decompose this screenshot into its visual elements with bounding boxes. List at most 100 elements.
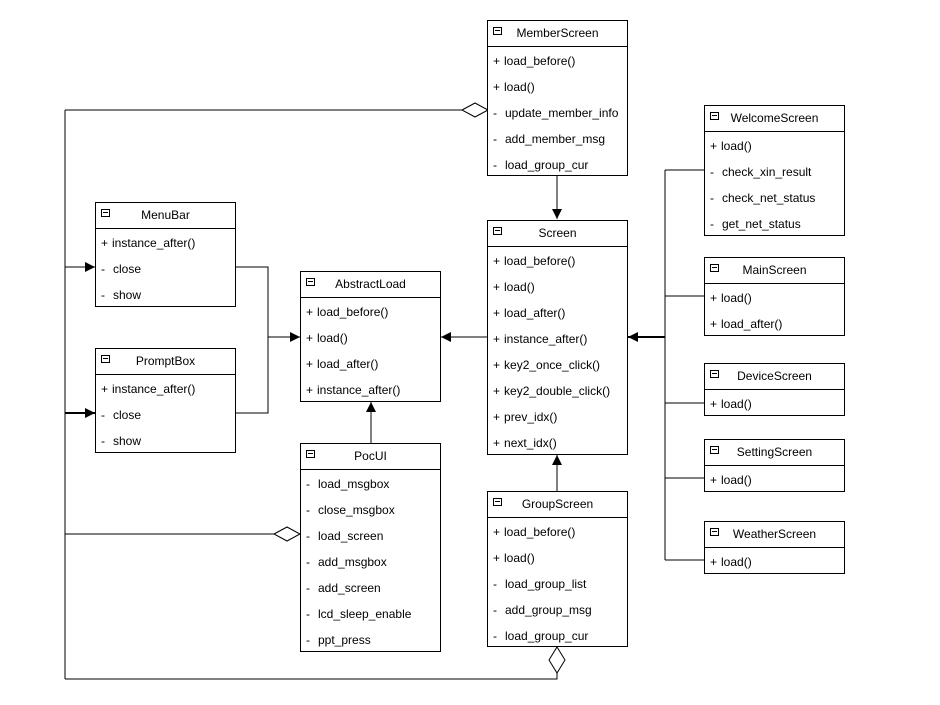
member-name: load_before() <box>504 254 576 268</box>
collapse-icon[interactable] <box>306 278 315 286</box>
class-abstract-load[interactable]: AbstractLoad+load_before()+load()+load_a… <box>300 271 441 402</box>
visibility-marker: + <box>710 473 718 487</box>
class-member: -show <box>96 282 235 308</box>
member-name: instance_after() <box>112 382 196 396</box>
class-name: SettingScreen <box>736 445 813 459</box>
visibility-marker: - <box>710 191 714 205</box>
visibility-marker: + <box>493 551 501 565</box>
member-list: +load_before()+load()+load_after()+insta… <box>301 298 440 403</box>
member-name: load() <box>504 551 535 565</box>
visibility-marker: + <box>493 254 501 268</box>
class-member: -check_net_status <box>705 185 844 211</box>
class-member: -close_msgbox <box>301 497 440 523</box>
visibility-marker: - <box>306 633 310 647</box>
visibility-marker: + <box>493 358 501 372</box>
group-aggregation-diamond <box>548 646 566 674</box>
class-name: MemberScreen <box>516 26 599 40</box>
visibility-marker: + <box>306 331 314 345</box>
member-list: -load_msgbox-close_msgbox-load_screen-ad… <box>301 470 440 653</box>
class-member: +prev_idx() <box>488 404 627 430</box>
class-prompt-box[interactable]: PromptBox+instance_after()-close-show <box>95 348 236 453</box>
collapse-icon[interactable] <box>710 112 719 120</box>
member-name: show <box>113 288 142 302</box>
class-name: WelcomeScreen <box>730 111 819 125</box>
class-header: PocUI <box>301 444 440 470</box>
member-list: +load() <box>705 466 844 493</box>
class-member-screen[interactable]: MemberScreen+load_before()+load()-update… <box>487 20 628 176</box>
member-name: show <box>113 434 142 448</box>
class-header: WelcomeScreen <box>705 106 844 132</box>
collapse-icon[interactable] <box>710 264 719 272</box>
class-group-screen[interactable]: GroupScreen+load_before()+load()-load_gr… <box>487 491 628 647</box>
visibility-marker: - <box>306 503 310 517</box>
member-name: key2_double_click() <box>504 384 611 398</box>
collapse-icon[interactable] <box>101 209 110 217</box>
class-member: +load_after() <box>705 311 844 337</box>
member-list: +instance_after()-close-show <box>96 229 235 308</box>
visibility-marker: - <box>710 217 714 231</box>
member-name: check_xin_result <box>722 165 812 179</box>
member-name: load_after() <box>721 317 783 331</box>
class-header: GroupScreen <box>488 492 627 518</box>
member-list: +load_before()+load()-load_group_list-ad… <box>488 518 627 649</box>
visibility-marker: - <box>493 106 497 120</box>
visibility-marker: + <box>710 555 718 569</box>
member-name: load_screen <box>318 529 384 543</box>
class-member: +load() <box>488 274 627 300</box>
collapse-icon[interactable] <box>710 528 719 536</box>
collapse-icon[interactable] <box>493 498 502 506</box>
member-name: load_group_cur <box>505 629 589 643</box>
member-name: load() <box>317 331 348 345</box>
class-header: MemberScreen <box>488 21 627 47</box>
collapse-icon[interactable] <box>493 227 502 235</box>
class-weather-screen[interactable]: WeatherScreen +load() <box>704 521 845 574</box>
visibility-marker: - <box>493 577 497 591</box>
member-name: ppt_press <box>318 633 371 647</box>
collapse-icon[interactable] <box>710 446 719 454</box>
member-name: load() <box>504 280 535 294</box>
class-member: +load() <box>705 467 844 493</box>
class-menu-bar[interactable]: MenuBar+instance_after()-close-show <box>95 202 236 307</box>
member-list: +load_before()+load()+load_after()+insta… <box>488 247 627 456</box>
member-name: load() <box>721 139 752 153</box>
pocui-aggregation-diamond <box>272 526 302 542</box>
class-setting-screen[interactable]: SettingScreen +load() <box>704 439 845 492</box>
member-name: load_before() <box>504 525 576 539</box>
member-name: load() <box>721 555 752 569</box>
member-list: +load_before()+load()-update_member_info… <box>488 47 627 178</box>
member-list: +instance_after()-close-show <box>96 375 235 454</box>
class-member: +instance_after() <box>96 376 235 402</box>
visibility-marker: + <box>493 384 501 398</box>
class-name: WeatherScreen <box>732 527 817 541</box>
member-name: key2_once_click() <box>504 358 601 372</box>
collapse-icon[interactable] <box>493 27 502 35</box>
member-list: +load() <box>705 548 844 575</box>
visibility-marker: + <box>493 80 501 94</box>
class-header: MenuBar <box>96 203 235 229</box>
class-header: PromptBox <box>96 349 235 375</box>
member-name: add_group_msg <box>505 603 592 617</box>
visibility-marker: - <box>493 132 497 146</box>
class-header: Screen <box>488 221 627 247</box>
collapse-icon[interactable] <box>710 370 719 378</box>
collapse-icon[interactable] <box>101 355 110 363</box>
class-welcome-screen[interactable]: WelcomeScreen+load()-check_xin_result-ch… <box>704 105 845 236</box>
visibility-marker: - <box>306 477 310 491</box>
member-name: load() <box>504 80 535 94</box>
class-member: -load_group_list <box>488 571 627 597</box>
visibility-marker: - <box>493 629 497 643</box>
member-name: load() <box>721 291 752 305</box>
class-member: +key2_once_click() <box>488 352 627 378</box>
visibility-marker: + <box>710 317 718 331</box>
class-member: +instance_after() <box>301 377 440 403</box>
collapse-icon[interactable] <box>306 450 315 458</box>
class-main-screen[interactable]: MainScreen+load()+load_after() <box>704 257 845 336</box>
class-poc-ui[interactable]: PocUI-load_msgbox-close_msgbox-load_scre… <box>300 443 441 652</box>
member-name: add_msgbox <box>318 555 387 569</box>
class-device-screen[interactable]: DeviceScreen+load() <box>704 363 845 416</box>
class-member: -update_member_info <box>488 100 627 126</box>
class-member: -close <box>96 402 235 428</box>
class-screen[interactable]: Screen+load_before()+load()+load_after()… <box>487 220 628 455</box>
class-member: +load() <box>705 549 844 575</box>
